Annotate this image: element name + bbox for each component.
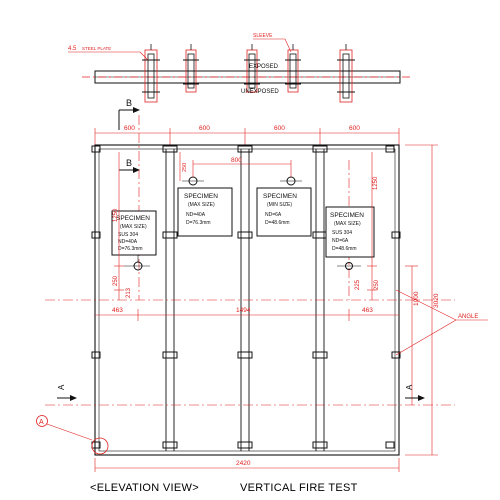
top-dim-1: 600 <box>124 125 135 132</box>
specimen-4-l2: ND=6A <box>332 238 349 244</box>
row-dim-center: 1494 <box>236 307 251 314</box>
row-dim-left: 463 <box>112 307 123 314</box>
specimen-4: SPECIMEN (MAX SIZE) SUS 304 ND=6A D=48.6… <box>325 206 375 270</box>
specimen-1-l2: ND=40A <box>118 239 138 245</box>
left-dimensions: 1250 250 213 <box>113 152 132 300</box>
specimen-4-l1: SUS 304 <box>332 230 352 236</box>
top-dim-4: 600 <box>349 125 360 132</box>
specimen-1-title: SPECIMEN <box>116 215 150 222</box>
section-b-top: B <box>126 98 132 108</box>
specimen-4-l3: D=48.6mm <box>332 246 357 252</box>
detail-a-callout: A <box>36 415 109 455</box>
right-dim-mid: 225 <box>355 279 361 290</box>
right-dim-overall: 3020 <box>433 293 440 308</box>
specimen-3-size: (MIN SIZE) <box>267 202 292 208</box>
section-a-left: A <box>57 384 66 390</box>
section-marker-b: B B <box>118 98 140 173</box>
section-b-bottom: B <box>126 158 132 168</box>
inner-dimension: 800 <box>192 157 292 177</box>
left-dim-mid: 250 <box>113 275 119 286</box>
centerlines <box>45 115 455 406</box>
specimen-3-title: SPECIMEN <box>263 193 297 200</box>
spec2-vert-label: 250 <box>182 163 188 172</box>
specimen-3-l2: D=48.6mm <box>265 220 290 226</box>
specimen-1-l1: SUS 304 <box>118 232 138 238</box>
specimen-2-size: (MAX SIZE) <box>188 202 215 208</box>
specimen-2-l1: ND=40A <box>186 212 206 218</box>
bottom-dimension: 2420 <box>94 458 400 472</box>
left-dim-upper: 1250 <box>113 208 119 222</box>
caption-title: VERTICAL FIRE TEST <box>240 482 358 494</box>
top-dimension-line: 600 600 600 600 <box>94 125 400 146</box>
right-dim-total: 1000 <box>413 291 420 306</box>
specimen-4-title: SPECIMEN <box>330 212 364 219</box>
specimen-2: SPECIMEN (MAX SIZE) ND=40A D=76.3mm <box>177 176 233 237</box>
row-dim-right: 463 <box>362 307 373 314</box>
right-dimensions: 1250 225 250 1000 3020 <box>355 144 440 456</box>
bottom-dim-label: 2420 <box>236 460 251 467</box>
right-dim-upper: 1250 <box>373 176 379 190</box>
specimen-1-l3: D=76.3mm <box>118 246 143 252</box>
caption-elevation-view: <ELEVATION VIEW> <box>90 482 199 494</box>
sleeve-label: SLEEVE <box>253 33 273 39</box>
specimen-1: SPECIMEN (MAX SIZE) SUS 304 ND=40A D=76.… <box>111 210 157 271</box>
section-a-markers: A A <box>57 384 425 401</box>
top-dim-3: 600 <box>274 125 285 132</box>
right-dim-low: 250 <box>374 279 380 290</box>
steel-plate-label: STEEL PLATE <box>82 46 111 51</box>
angle-callout: ANGLE <box>395 289 488 356</box>
left-dim-low: 213 <box>126 287 132 298</box>
inner-dim-label: 800 <box>231 157 242 164</box>
specimen-3-l1: ND=6A <box>265 212 282 218</box>
specimen-4-size: (MAX SIZE) <box>334 221 361 227</box>
specimen-2-title: SPECIMEN <box>184 193 218 200</box>
top-dim-2: 600 <box>199 125 210 132</box>
specimen-1-size: (MAX SIZE) <box>120 224 147 230</box>
unexposed-label: UNEXPOSED <box>241 89 279 95</box>
exposed-label: EXPOSED <box>249 64 279 70</box>
section-view: 4.5 STEEL PLATE SLEEVE EXPOSED UNEXPOSED <box>68 33 412 103</box>
row-dimensions: 463 1494 463 <box>95 307 399 321</box>
plate-thickness-label: 4.5 <box>68 46 77 52</box>
detail-a-label: A <box>39 419 44 426</box>
angle-label: ANGLE <box>458 314 478 320</box>
specimen-3: SPECIMEN (MIN SIZE) ND=6A D=48.6mm <box>256 176 312 237</box>
specimen-2-l2: D=76.3mm <box>186 220 211 226</box>
section-a-right: A <box>405 384 414 390</box>
